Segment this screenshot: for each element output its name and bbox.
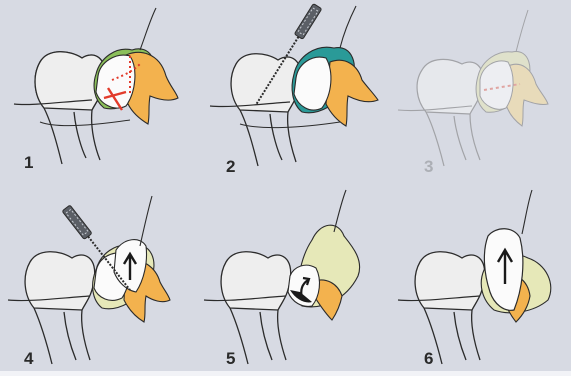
panel-1: 1	[14, 8, 178, 172]
panel-2: 2	[210, 4, 378, 176]
step-label: 6	[424, 349, 433, 368]
step-label: 5	[226, 349, 235, 368]
adjacent-molar-roots	[34, 308, 90, 364]
adjacent-molar-roots	[426, 112, 480, 166]
panel-5: 5	[204, 190, 360, 368]
nerve-strand	[522, 190, 532, 234]
nerve-line	[240, 122, 340, 128]
step-label: 1	[24, 153, 33, 172]
panel-6: 6	[398, 190, 551, 368]
nerve-strand	[516, 10, 528, 52]
impacted-root	[326, 60, 378, 126]
nerve-strand	[140, 196, 152, 246]
step-label: 2	[226, 157, 235, 176]
adjacent-molar-roots	[230, 308, 286, 364]
panel-4: 4	[8, 196, 170, 368]
nerve-strand	[140, 8, 156, 50]
nerve-strand	[334, 190, 346, 232]
nerve-line	[40, 120, 130, 126]
nerve-strand	[340, 6, 356, 48]
step-label: 3	[424, 157, 433, 176]
panel-3: 3	[398, 10, 548, 176]
adjacent-molar-roots	[240, 110, 296, 166]
step-label: 4	[24, 349, 34, 368]
